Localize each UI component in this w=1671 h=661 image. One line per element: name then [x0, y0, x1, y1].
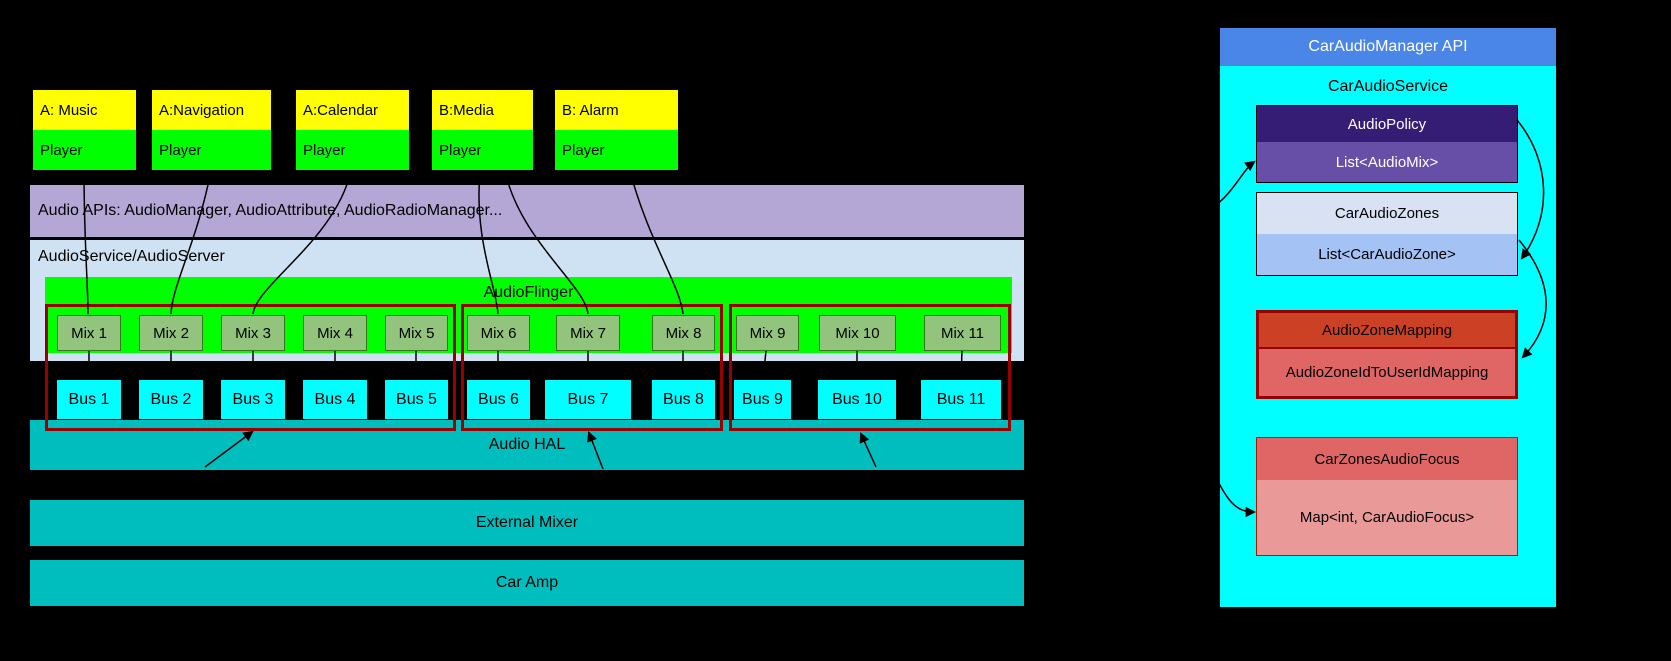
audio-policy-box: AudioPolicy List<AudioMix>	[1256, 105, 1518, 183]
audio-hal-bar: Audio HAL	[30, 420, 1024, 470]
app-player-label: Player	[296, 130, 409, 170]
list-caraudiozone-label: List<CarAudioZone>	[1257, 234, 1517, 275]
mix-box: Mix 6	[467, 315, 530, 351]
bus-box: Bus 4	[303, 380, 367, 419]
mix-box: Mix 4	[303, 315, 367, 351]
bus-box: Bus 6	[467, 380, 530, 419]
car-audio-zones-title: CarAudioZones	[1257, 193, 1517, 234]
mix-box: Mix 3	[221, 315, 285, 351]
bus-box: Bus 7	[545, 380, 631, 419]
mix-box: Mix 9	[736, 315, 799, 351]
bus-box: Bus 2	[139, 380, 203, 419]
app-box-calendar: A:Calendar Player	[296, 90, 409, 170]
bus-box: Bus 9	[734, 380, 791, 419]
app-box-alarm: B: Alarm Player	[555, 90, 678, 170]
app-title: B:Media	[432, 90, 533, 130]
car-amp-bar: Car Amp	[30, 560, 1024, 606]
mix-box: Mix 5	[385, 315, 448, 351]
bus-box: Bus 5	[385, 380, 448, 419]
car-audio-service-label: CarAudioService	[1327, 78, 1449, 95]
mix-box: Mix 8	[652, 315, 715, 351]
list-audiomix-label: List<AudioMix>	[1257, 142, 1517, 182]
audio-apis-bar: Audio APIs: AudioManager, AudioAttribute…	[30, 185, 1024, 237]
audio-policy-title: AudioPolicy	[1257, 106, 1517, 142]
mix-box: Mix 2	[139, 315, 203, 351]
app-title: B: Alarm	[555, 90, 678, 130]
mix-box: Mix 1	[57, 315, 121, 351]
map-int-caraudiofocus-label: Map<int, CarAudioFocus>	[1257, 480, 1517, 555]
bus-box: Bus 3	[221, 380, 285, 419]
app-box-media: B:Media Player	[432, 90, 533, 170]
app-box-navigation: A:Navigation Player	[152, 90, 271, 170]
app-player-label: Player	[152, 130, 271, 170]
external-mixer-bar: External Mixer	[30, 500, 1024, 546]
car-audio-manager-api-header: CarAudioManager API	[1220, 28, 1556, 66]
bus-box: Bus 8	[652, 380, 715, 419]
app-title: A: Music	[33, 90, 136, 130]
bus-box: Bus 10	[818, 380, 896, 419]
app-player-label: Player	[555, 130, 678, 170]
audio-zone-id-to-user-id-mapping-label: AudioZoneIdToUserIdMapping	[1259, 349, 1515, 396]
mix-box: Mix 11	[924, 315, 1001, 351]
mix-box: Mix 7	[556, 315, 620, 351]
app-player-label: Player	[33, 130, 136, 170]
audio-zone-mapping-box: AudioZoneMapping AudioZoneIdToUserIdMapp…	[1256, 310, 1518, 399]
app-title: A:Navigation	[152, 90, 271, 130]
car-zones-audio-focus-box: CarZonesAudioFocus Map<int, CarAudioFocu…	[1256, 437, 1518, 556]
car-zones-audio-focus-title: CarZonesAudioFocus	[1257, 438, 1517, 480]
bus-box: Bus 1	[57, 380, 121, 419]
audio-zone-mapping-title: AudioZoneMapping	[1259, 313, 1515, 349]
mix-box: Mix 10	[819, 315, 896, 351]
bus-box: Bus 11	[921, 380, 1001, 419]
app-player-label: Player	[432, 130, 533, 170]
app-box-music: A: Music Player	[33, 90, 136, 170]
app-title: A:Calendar	[296, 90, 409, 130]
car-audio-zones-box: CarAudioZones List<CarAudioZone>	[1256, 192, 1518, 276]
